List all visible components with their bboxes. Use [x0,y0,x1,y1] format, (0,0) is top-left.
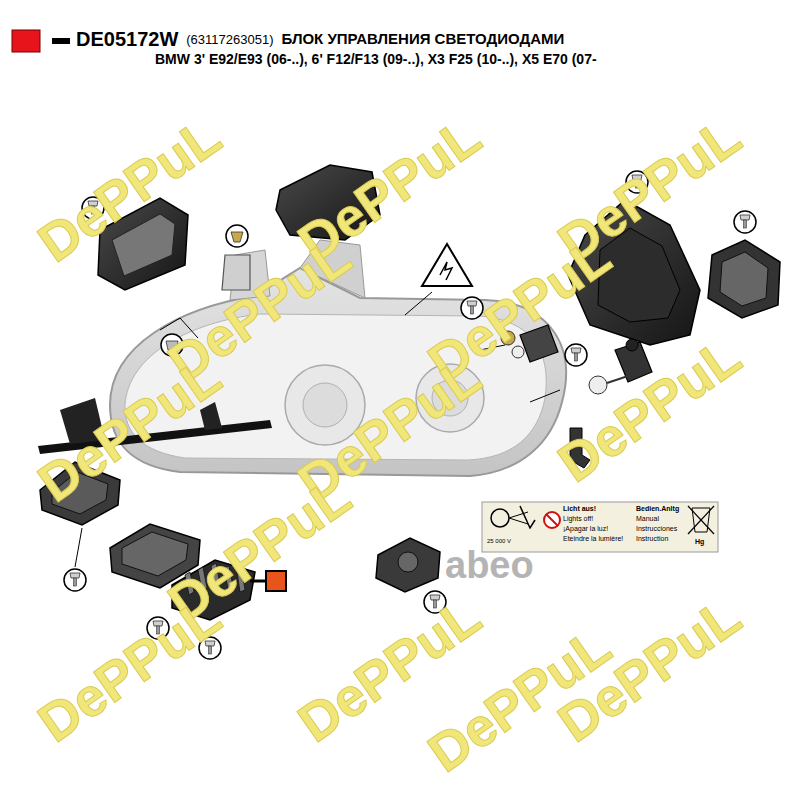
header-marker [12,30,40,52]
ballast-module [708,240,780,318]
bracket [222,225,250,290]
warning-label [520,506,535,528]
actuator [376,538,440,592]
watermark: DePPuL [28,586,232,753]
warning-label [688,506,714,534]
header-marker [12,30,70,52]
warning-label [546,514,558,526]
headlamp [303,383,347,427]
label-text: Hg [695,538,704,546]
ballast-module [734,211,756,233]
label-text: Eteindre la lumière! [563,535,623,543]
label-text: Instrucciones [636,525,677,533]
warning-sign [405,292,432,315]
watermark: abeo [445,545,534,587]
part-name: БЛОК УПРАВЛЕНИЯ СВЕТОДИОДАМИ [282,31,565,48]
warning-label [544,512,560,528]
bulbs [530,390,560,402]
warning-label [688,506,714,534]
label-text: 25 000 V [487,538,511,545]
label-text: Licht aus! [563,505,596,513]
bulbs [589,376,607,394]
warning-label [491,509,509,527]
bulbs [565,344,587,366]
label-text: ¡Apagar la luz! [563,525,608,533]
ballast-module [708,211,780,318]
applicability: BMW 3' E92/E93 (06-..), 6' F12/F13 (09-.… [155,52,597,67]
bracket [226,225,248,247]
oem-number: (63117263051) [186,33,273,47]
bracket [231,232,243,242]
control-module [75,528,82,567]
ballast-module [720,252,768,306]
warning-sign [440,262,452,280]
label-text: Instruction [636,535,668,543]
header-marker [52,38,70,44]
label-text: Manual [636,515,659,523]
bulbs [626,339,638,351]
control-module [64,569,86,591]
bulbs [607,376,628,383]
label-text: Bedien.Anltg [636,505,679,513]
label-text: Lights off! [563,515,593,523]
warning-sign [422,244,472,286]
part-code: DE05172W [76,28,178,50]
actuator [398,552,418,572]
